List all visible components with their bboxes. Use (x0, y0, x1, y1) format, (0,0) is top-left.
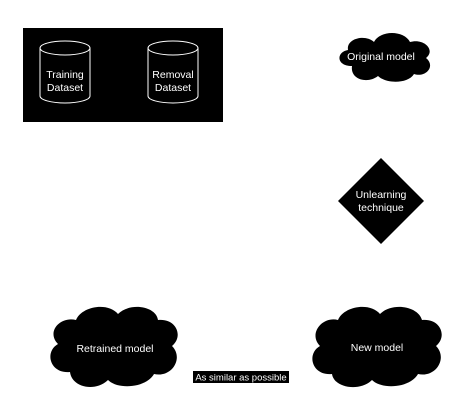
retrained-model-cloud: Retrained model (50, 306, 178, 387)
unlearning-technique-label-line2: technique (358, 202, 404, 214)
retrained-model-label: Retrained model (76, 343, 153, 355)
training-dataset-label-line2: Dataset (47, 82, 83, 94)
comparison-label-background (193, 371, 289, 383)
training-dataset-label-line1: Training (46, 69, 84, 81)
original-model-label: Original model (347, 51, 415, 63)
original-model-cloud: Original model (339, 33, 431, 82)
removal-dataset-cylinder: Removal Dataset (147, 40, 199, 104)
comparison-label: As similar as possible (193, 371, 289, 384)
comparison-label-text: As similar as possible (195, 373, 286, 384)
unlearning-technique-label-line1: Unlearning (356, 189, 407, 201)
removal-dataset-label-line2: Dataset (155, 82, 191, 94)
removal-dataset-label-line1: Removal (152, 69, 193, 81)
training-dataset-cylinder: Training Dataset (39, 40, 91, 104)
new-model-label: New model (351, 342, 404, 354)
new-model-cloud: New model (312, 306, 442, 388)
unlearning-technique-diamond: Unlearning technique (338, 158, 424, 244)
